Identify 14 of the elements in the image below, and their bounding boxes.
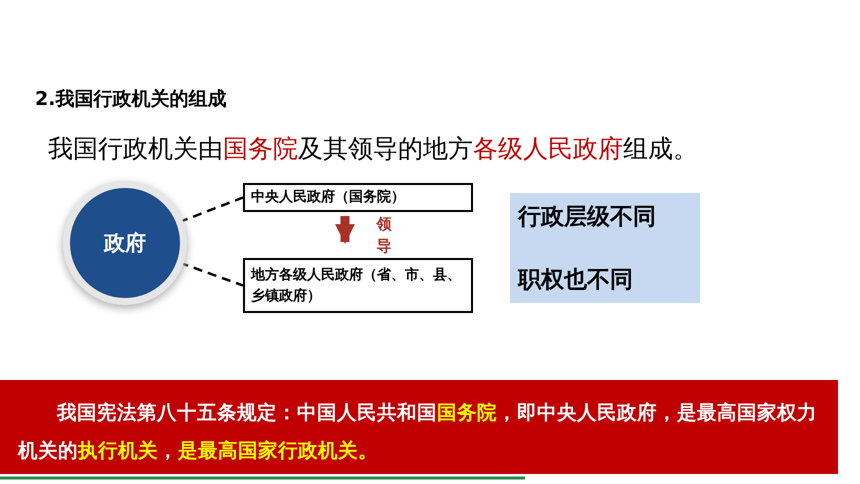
local-government-box [243, 258, 473, 313]
government-circle [70, 188, 180, 298]
banner-text: 我国宪法第八十五条规定：中国人民共和国国务院，即中央人民政府，是最高国家权力机关的执行机关，是最高国家行政机关。 [18, 400, 818, 464]
node-text: 地方各级人民政府（省、市、县、乡镇政府） [251, 266, 462, 306]
central-government-box [243, 183, 473, 212]
banner [0, 380, 838, 474]
node-text: 职权也不同 [518, 266, 634, 295]
note-box [510, 193, 700, 303]
intro-sentence: 我国行政机关由国务院及其领导的地方各级人民政府组成。 [48, 133, 698, 165]
node-text: 政府 [104, 230, 146, 257]
section-heading: 2.我国行政机关的组成 [35, 87, 226, 112]
node-text: 行政层级不同 [518, 203, 657, 232]
node-text: 中央人民政府（国务院） [251, 188, 406, 208]
arrow [335, 216, 355, 244]
